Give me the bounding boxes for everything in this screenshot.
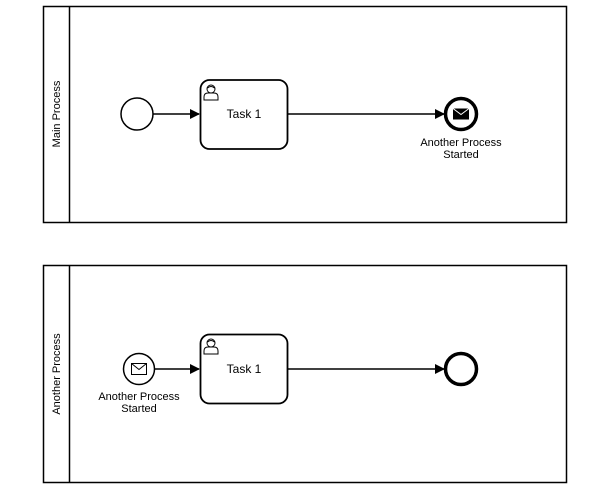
event-label-line1: Another Process bbox=[98, 391, 180, 403]
end-event[interactable] bbox=[443, 351, 479, 387]
pool-another-process[interactable]: Another Process bbox=[42, 264, 568, 484]
message-end-event[interactable] bbox=[443, 96, 479, 132]
task-label: Task 1 bbox=[227, 362, 262, 376]
pool-label: Another Process bbox=[51, 333, 63, 415]
start-event[interactable] bbox=[120, 97, 154, 131]
envelope-icon bbox=[131, 363, 147, 375]
user-task[interactable]: Task 1 bbox=[199, 79, 289, 150]
user-task[interactable]: Task 1 bbox=[199, 333, 289, 405]
message-start-event[interactable] bbox=[122, 352, 156, 386]
event-label-line1: Another Process bbox=[420, 137, 502, 149]
event-label-line2: Started bbox=[121, 403, 156, 415]
event-label-line2: Started bbox=[443, 149, 478, 161]
envelope-filled-icon bbox=[452, 108, 470, 120]
pool-label: Main Process bbox=[51, 80, 63, 147]
task-label: Task 1 bbox=[227, 107, 262, 121]
user-icon bbox=[203, 84, 219, 101]
user-icon bbox=[203, 338, 219, 355]
